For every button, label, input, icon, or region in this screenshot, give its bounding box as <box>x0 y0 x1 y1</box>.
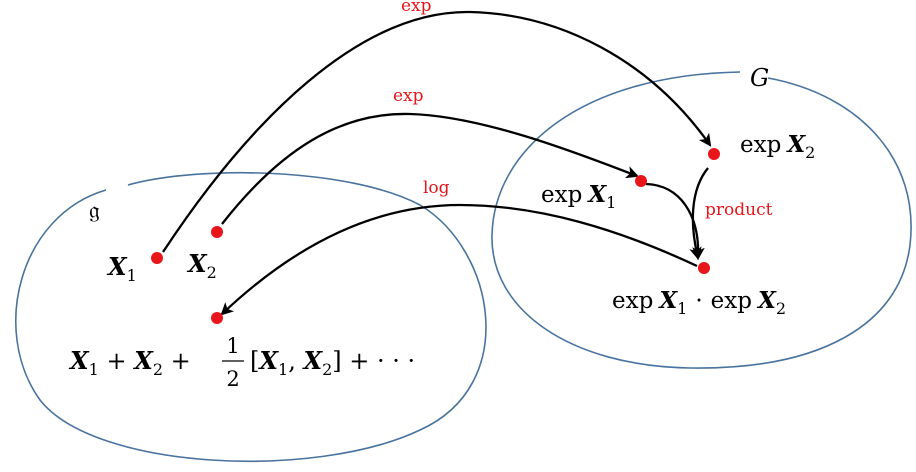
point-x1 <box>151 252 163 264</box>
exp-arrow-x1 <box>162 10 712 253</box>
label-x2: X2 <box>186 249 217 282</box>
point-x2 <box>211 226 223 238</box>
exp-label-middle: exp <box>393 86 424 106</box>
lie-group-label: G <box>750 64 769 92</box>
lie-algebra-set-outline <box>14 171 487 463</box>
point-exp-x1 <box>635 175 647 187</box>
exp-arrow-x2 <box>221 112 639 225</box>
lie-algebra-label: 𝔤 <box>89 196 100 224</box>
lie-group-set-outline <box>491 71 912 369</box>
exp-label-top: exp <box>401 0 432 16</box>
bch-formula-right: [X1, X2] + · · · <box>250 346 415 379</box>
bch-fraction-denominator: 2 <box>226 367 239 391</box>
point-product <box>698 262 710 274</box>
log-arrow <box>220 203 698 316</box>
label-x1: X1 <box>106 252 137 285</box>
product-arrow-from-x2 <box>689 167 709 261</box>
product-label: product <box>705 200 773 220</box>
point-exp-x2 <box>708 148 720 160</box>
bch-fraction-numerator: 1 <box>226 334 239 358</box>
bch-formula-left: X1 + X2 + <box>68 346 191 379</box>
point-bch <box>211 312 223 324</box>
log-label: log <box>423 178 450 198</box>
product-arrow-from-x1 <box>645 182 705 261</box>
